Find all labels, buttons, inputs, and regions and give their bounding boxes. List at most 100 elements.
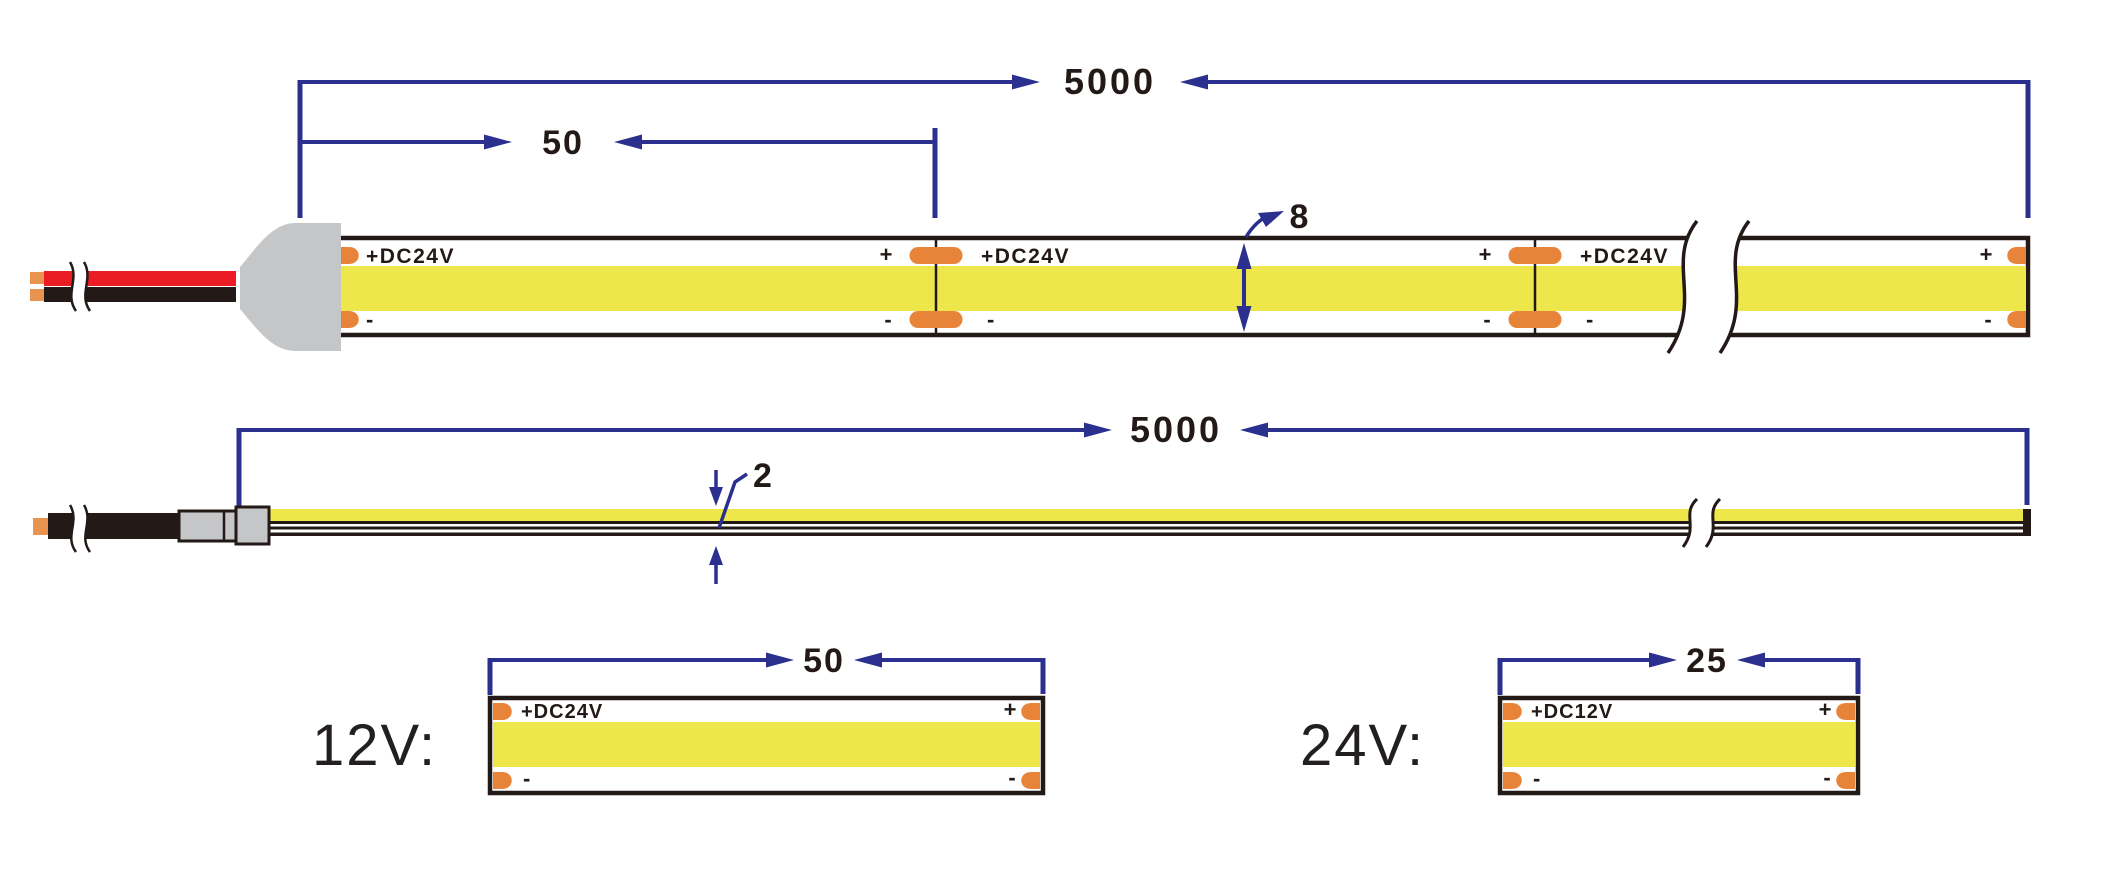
wire-break-line-icon — [68, 261, 78, 312]
dim-cut-length-24v: 25 — [1686, 642, 1728, 680]
break-line-icon — [1718, 219, 1751, 354]
break-line-icon — [1666, 219, 1699, 354]
variant-12v-label: 12V: — [312, 713, 437, 778]
dimension-thickness: 2 — [709, 457, 774, 584]
arrowhead-left-icon — [614, 134, 642, 150]
cut-detail-24v: 24V: 25 +DC12V - + - — [1300, 642, 1861, 796]
pcb-layer-line — [267, 526, 2030, 530]
voltage-label: +DC24V — [366, 245, 455, 268]
variant-24v-label: 24V: — [1300, 713, 1425, 778]
arrowhead-left-icon — [854, 652, 882, 668]
strip-side-view — [267, 497, 2031, 548]
minus-label: - — [366, 307, 373, 332]
dimension-cut-interval-top: 50 — [298, 124, 938, 218]
break-line-icon — [1704, 497, 1722, 548]
wire-black-negative — [44, 287, 236, 302]
solder-pad — [1503, 703, 1522, 720]
plus-label: + — [1479, 242, 1492, 267]
plus-label: + — [1980, 242, 1993, 267]
solder-pad — [1508, 311, 1562, 328]
minus-label: - — [1008, 765, 1015, 790]
solder-pad — [1836, 772, 1855, 789]
solder-pad — [1503, 772, 1522, 789]
cut-detail-12v: 12V: 50 +DC24V - + - — [312, 642, 1046, 796]
arrowhead-up-icon — [1236, 243, 1252, 269]
arrowhead-right-icon — [766, 652, 794, 668]
wire-red-positive — [44, 271, 236, 286]
solder-pad — [1836, 703, 1855, 720]
solder-pad — [1508, 247, 1562, 264]
arrowhead-left-icon — [1180, 74, 1208, 90]
break-mask — [1668, 221, 1749, 353]
wire-tip — [33, 518, 49, 535]
dim-thickness: 2 — [753, 457, 774, 495]
arrowhead-right-icon — [1649, 652, 1677, 668]
solder-pad — [1021, 703, 1040, 720]
minus-label: - — [1823, 765, 1830, 790]
dim-total-length-side: 5000 — [1130, 409, 1222, 450]
connector-top-view — [240, 223, 341, 351]
voltage-label: +DC24V — [981, 245, 1070, 268]
wire-tip-negative — [30, 289, 46, 301]
arrowhead-right-icon — [1084, 422, 1112, 438]
pcb-layer-line — [267, 532, 2030, 536]
cob-phosphor-band — [340, 266, 2026, 311]
solder-pad — [1021, 772, 1040, 789]
plus-label: + — [1819, 697, 1832, 722]
connector-barrel-side — [177, 509, 238, 543]
dimension-strip-width: 8 — [1236, 198, 1311, 332]
cable-break-line-icon — [82, 504, 92, 553]
arrowhead-leader-icon — [1258, 211, 1284, 227]
side-view: 5000 — [33, 409, 2031, 584]
cob-layer-side — [267, 509, 2030, 521]
arrowhead-right-icon — [1012, 74, 1040, 90]
top-view: 5000 50 — [30, 61, 2031, 354]
solder-pad — [340, 247, 359, 264]
minus-label: - — [884, 307, 891, 332]
dimension-total-length-top: 5000 — [297, 61, 2031, 218]
strip-top-view: +DC24V - + +DC24V - - + +DC24V - - + - — [334, 235, 2031, 338]
leader-line — [717, 472, 748, 529]
arrowhead-right-icon — [484, 134, 512, 150]
solder-pad — [2007, 311, 2026, 328]
wire-tip-positive — [30, 272, 46, 284]
minus-label: - — [1533, 766, 1540, 791]
solder-pad — [2007, 247, 2026, 264]
cable-sheath — [48, 513, 180, 539]
voltage-label: +DC24V — [521, 701, 603, 723]
solder-pad — [909, 311, 963, 328]
solder-pad — [340, 311, 359, 328]
arrowhead-down-icon — [1236, 306, 1252, 332]
arrowhead-left-icon — [1240, 422, 1268, 438]
break-symbol-top-view — [1666, 219, 1751, 354]
minus-label: - — [987, 307, 994, 332]
solder-pad — [493, 772, 512, 789]
voltage-label: +DC24V — [1580, 245, 1669, 268]
cob-phosphor-band — [1503, 722, 1855, 767]
dim-total-length-top: 5000 — [1064, 61, 1156, 102]
minus-label: - — [1586, 307, 1593, 332]
dim-strip-width: 8 — [1290, 198, 1311, 236]
minus-label: - — [1483, 307, 1490, 332]
wire-break-line-icon — [82, 261, 92, 312]
cable-break-line-icon — [68, 504, 78, 553]
solder-pad — [493, 703, 512, 720]
strip-end-cap — [2023, 509, 2031, 536]
dim-cut-interval-top: 50 — [542, 124, 584, 162]
arrowhead-down-icon — [709, 487, 723, 506]
cob-phosphor-band — [493, 722, 1040, 767]
dim-cut-length-12v: 50 — [803, 642, 845, 680]
power-cable-side — [33, 504, 271, 553]
power-wires-top — [30, 261, 236, 312]
plus-label: + — [880, 242, 893, 267]
connector-ring-side — [234, 505, 271, 546]
break-line-icon — [1681, 497, 1699, 548]
minus-label: - — [1984, 307, 1991, 332]
arrowhead-left-icon — [1737, 652, 1765, 668]
solder-pad — [909, 247, 963, 264]
dimension-total-length-side: 5000 — [236, 409, 2030, 506]
arrowhead-up-icon — [709, 546, 723, 565]
plus-label: + — [1004, 697, 1017, 722]
